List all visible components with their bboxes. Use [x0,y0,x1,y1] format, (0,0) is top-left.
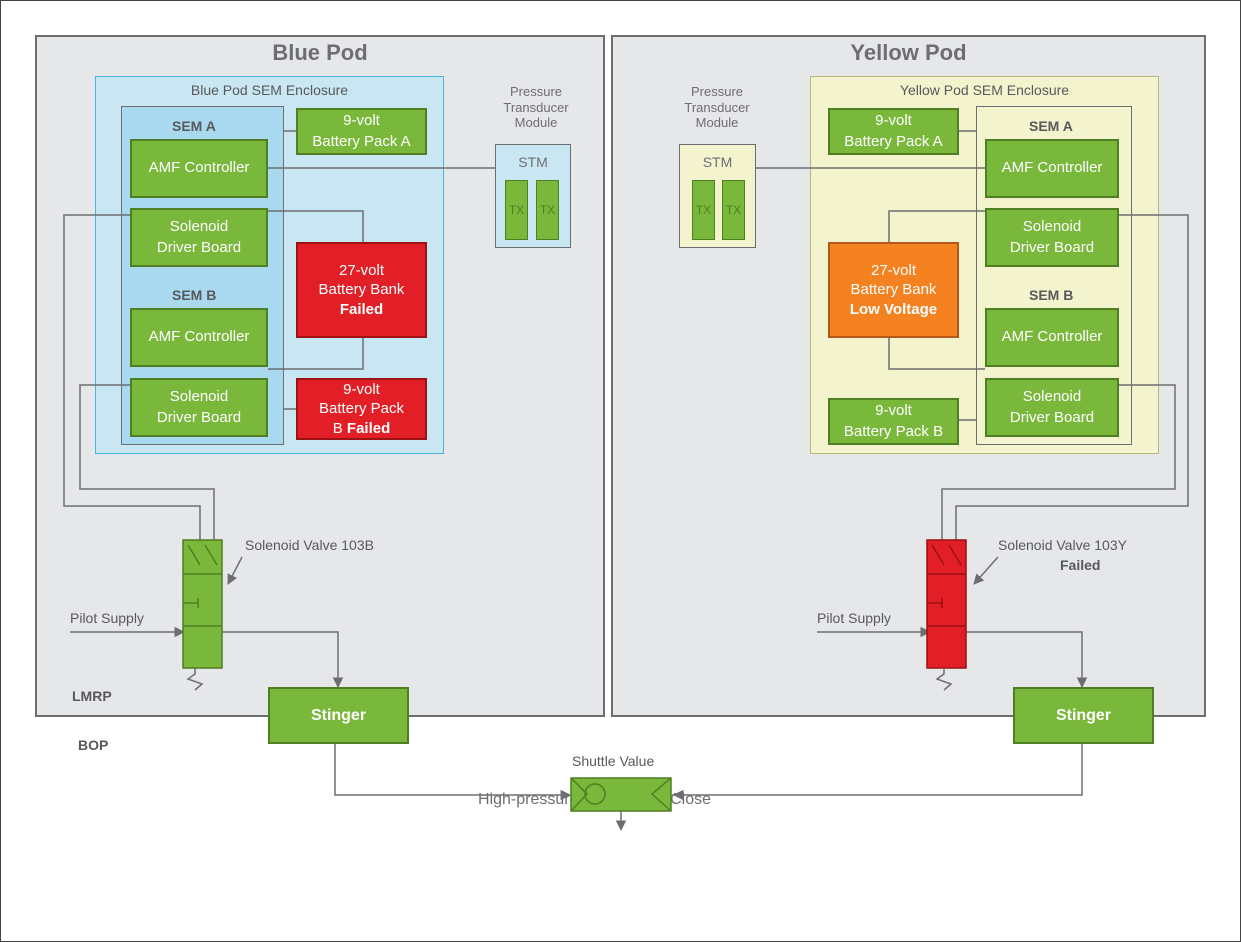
blue-battery-pack-a-line2: Battery Pack A [312,132,411,150]
yellow-solenoid-driver-board-a: Solenoid Driver Board [985,208,1119,267]
yellow-valve-status: Failed [1060,557,1101,573]
blue-bank-line2: Battery Bank [318,281,405,299]
yellow-bank-status: Low Voltage [849,300,938,318]
blue-bank-line1: 27-volt [338,261,385,279]
yellow-9v-battery-pack-b: 9-volt Battery Pack B [828,398,959,445]
blue-ptm-line2: Transducer [503,99,569,115]
yellow-amf-controller-a: AMF Controller [985,139,1119,198]
yellow-battery-pack-a-line1: 9-volt [875,112,912,130]
yellow-tx-1: TX [692,180,715,240]
yellow-ptm-line1: Pressure [690,84,744,99]
blue-ptm-label: Pressure Transducer Module [488,84,584,131]
bop-label: BOP [78,737,109,753]
blue-sdb-a-line2: Driver Board [156,238,242,256]
blue-27v-battery-bank: 27-volt Battery Bank Failed [296,242,427,338]
yellow-battery-pack-a-line2: Battery Pack A [844,132,943,150]
yellow-ptm-line3: Module [695,115,739,131]
blue-stinger-to-shuttle-line [334,744,572,801]
blue-solenoid-valve [182,539,223,691]
blue-tx-2: TX [536,180,559,240]
yellow-valve-pointer [973,556,999,585]
blue-stm-label: STM [518,154,548,170]
yellow-pod-title: Yellow Pod [850,40,967,65]
yellow-27v-battery-bank: 27-volt Battery Bank Low Voltage [828,242,959,338]
blue-tx-1: TX [505,180,528,240]
yellow-bank-line2: Battery Bank [850,281,937,299]
blue-pack-b-line3: B Failed [333,419,391,439]
blue-valve-to-stinger-line [222,631,344,689]
blue-battery-pack-a-line1: 9-volt [343,112,380,130]
yellow-pack-b-line1: 9-volt [875,402,912,420]
yellow-solenoid-driver-board-b: Solenoid Driver Board [985,378,1119,437]
blue-bank-to-amf-b-line [268,338,364,370]
yellow-solenoid-valve [926,539,967,691]
yellow-sdb-a-line1: Solenoid [1022,218,1082,236]
yellow-sdb-b-line2: Driver Board [1009,408,1095,426]
yellow-ptm-line2: Transducer [684,99,750,115]
yellow-bank-to-amf-b-line [888,338,985,370]
blue-9v-battery-pack-b: 9-volt Battery Pack B Failed [296,378,427,440]
yellow-battery-pack-a: 9-volt Battery Pack A [828,108,959,155]
yellow-stinger-to-shuttle-line [672,744,1083,801]
blue-pilot-supply-label: Pilot Supply [70,610,144,626]
yellow-stinger: Stinger [1013,687,1154,744]
lmrp-label: LMRP [72,688,112,704]
yellow-valve-to-stinger-line [966,631,1088,689]
blue-ptm-line1: Pressure [509,84,563,99]
yellow-ptm-label: Pressure Transducer Module [669,84,765,131]
blue-sdb-a-to-bank-line [268,210,364,242]
blue-amf-controller-b: AMF Controller [130,308,268,367]
blue-bank-status: Failed [339,300,384,318]
blue-pack-b-letter: B [332,419,343,437]
blue-sdb-b-line1: Solenoid [169,388,229,406]
blue-enclosure-title: Blue Pod SEM Enclosure [190,82,349,98]
yellow-sdb-b-to-valve-line [941,384,1176,540]
blue-valve-label: Solenoid Valve 103B [245,537,374,553]
yellow-amf-controller-b: AMF Controller [985,308,1119,367]
blue-solenoid-driver-board-b: Solenoid Driver Board [130,378,268,437]
blue-stinger: Stinger [268,687,409,744]
blue-sdb-a-line1: Solenoid [169,218,229,236]
blue-ptm-line3: Module [514,115,558,131]
blue-sem-a-label: SEM A [172,118,216,134]
blue-pod-title: Blue Pod [272,40,368,65]
blue-sdb-a-to-valve-line [63,214,201,540]
blue-sem-b-label: SEM B [172,287,217,303]
yellow-sdb-a-to-valve-line [955,214,1189,540]
blue-valve-pointer [227,556,243,585]
blue-pack-b-line2: Battery Pack [318,400,405,418]
shuttle-valve-label: Shuttle Value [572,753,655,769]
yellow-pack-b-line2: Battery Pack B [843,422,944,440]
blue-battery-pack-a: 9-volt Battery Pack A [296,108,427,155]
yellow-sem-a-label: SEM A [1029,118,1073,134]
yellow-enclosure-title: Yellow Pod SEM Enclosure [899,82,1070,98]
yellow-sdb-b-line1: Solenoid [1022,388,1082,406]
yellow-sem-b-label: SEM B [1029,287,1074,303]
yellow-bank-line1: 27-volt [870,261,917,279]
blue-sdb-b-to-valve-line [79,384,215,540]
yellow-valve-label: Solenoid Valve 103Y [998,537,1127,553]
yellow-tx-2: TX [722,180,745,240]
blue-pack-b-status: Failed [346,419,391,437]
shuttle-valve [570,777,672,812]
yellow-pilot-supply-label: Pilot Supply [817,610,891,626]
yellow-stm-label: STM [702,154,733,170]
blue-sdb-b-line2: Driver Board [156,408,242,426]
yellow-sdb-a-line2: Driver Board [1009,238,1095,256]
yellow-bank-to-sdb-a-line [888,210,985,242]
blue-amf-controller-a: AMF Controller [130,139,268,198]
blue-solenoid-driver-board-a: Solenoid Driver Board [130,208,268,267]
blue-pack-b-line1: 9-volt [343,380,380,398]
